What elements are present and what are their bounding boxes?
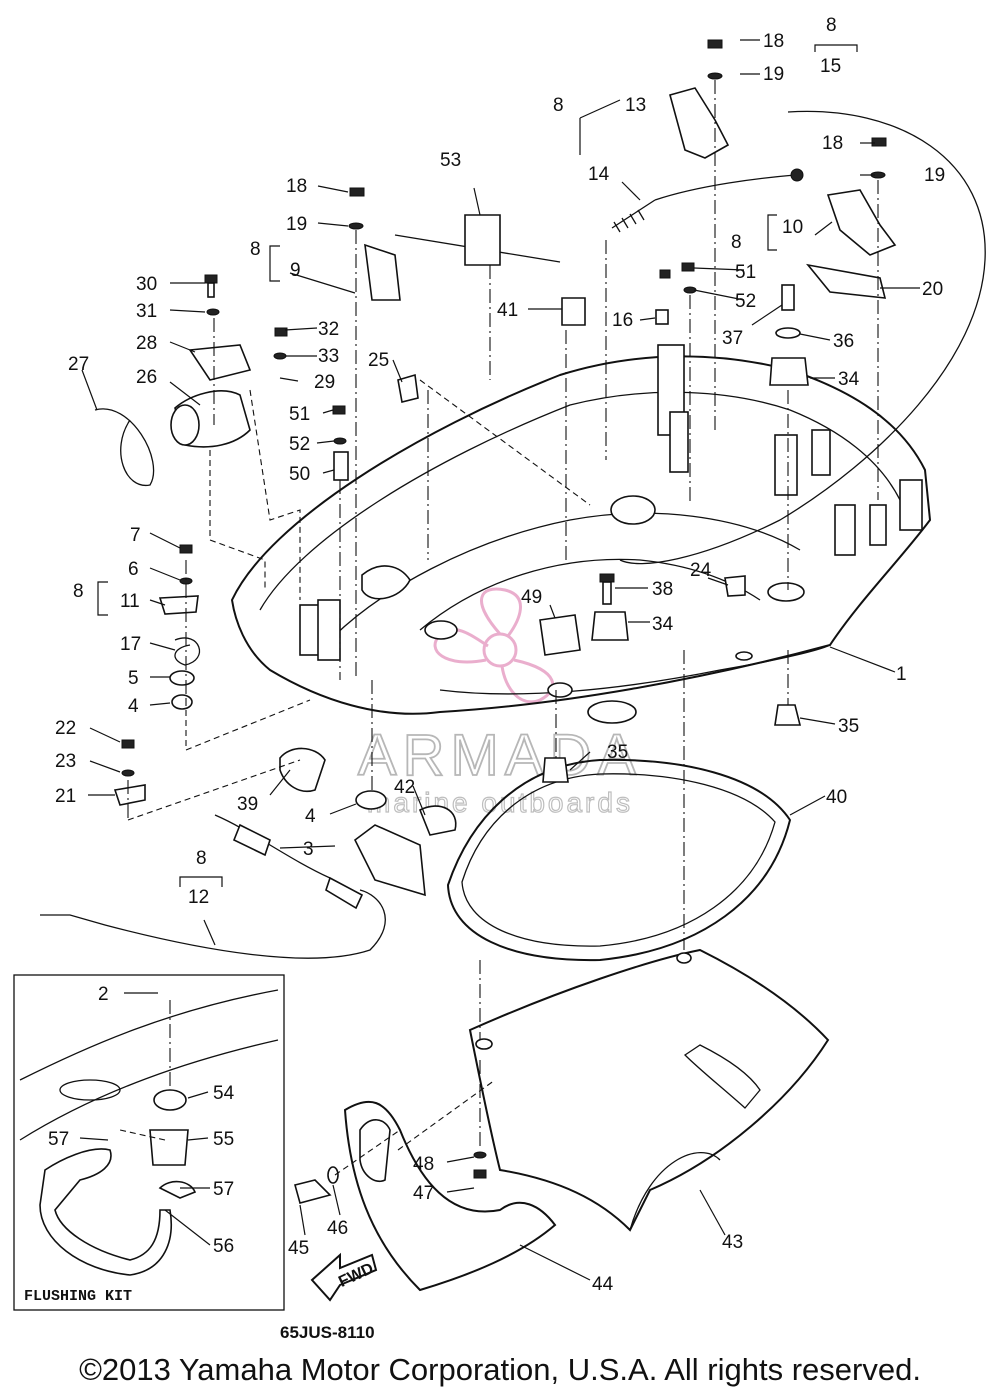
part-label-23: 23	[55, 751, 76, 772]
part-label-53: 53	[440, 150, 461, 171]
fwd-arrow-icon: FWD	[310, 1252, 378, 1302]
part-label-5: 5	[128, 668, 139, 689]
part-label-19: 19	[763, 64, 784, 85]
copyright-notice: ©2013 Yamaha Motor Corporation, U.S.A. A…	[79, 1352, 921, 1387]
part-label-1: 1	[896, 664, 907, 685]
part-label-19: 19	[286, 214, 307, 235]
part-label-9: 9	[290, 260, 301, 281]
part-label-8: 8	[553, 95, 564, 116]
part-label-25: 25	[368, 350, 389, 371]
part-label-4: 4	[128, 696, 139, 717]
part-label-19: 19	[924, 165, 945, 186]
part-label-16: 16	[612, 310, 633, 331]
part-label-2: 2	[98, 984, 109, 1005]
part-label-27: 27	[68, 354, 89, 375]
watermark-brand: ARMADA	[358, 723, 642, 788]
part-label-18: 18	[286, 176, 307, 197]
part-label-20: 20	[922, 279, 943, 300]
part-label-31: 31	[136, 301, 157, 322]
part-label-18: 18	[822, 133, 843, 154]
apron-front	[343, 1100, 557, 1292]
part-label-8: 8	[731, 232, 742, 253]
part-label-10: 10	[782, 217, 803, 238]
part-label-32: 32	[318, 319, 339, 340]
armada-watermark: ARMADA marine outboards	[357, 587, 642, 819]
part-label-7: 7	[130, 525, 141, 546]
part-label-8: 8	[250, 239, 261, 260]
part-label-22: 22	[55, 718, 76, 739]
part-label-48: 48	[413, 1154, 434, 1175]
part-label-57: 57	[48, 1129, 69, 1150]
part-label-8: 8	[826, 15, 837, 36]
part-label-50: 50	[289, 464, 310, 485]
part-labels: 1 2 3 4 4 5 6 7 8 8 8 8 8 8 9 10 11 12 1…	[48, 15, 945, 1295]
part-label-36: 36	[833, 331, 854, 352]
part-label-39: 39	[237, 794, 258, 815]
apron-rear	[468, 948, 830, 1232]
part-label-18: 18	[763, 31, 784, 52]
part-label-33: 33	[318, 346, 339, 367]
part-label-34: 34	[838, 369, 860, 390]
part-label-8: 8	[196, 848, 207, 869]
part-label-35: 35	[838, 716, 859, 737]
leader-lines	[79, 39, 920, 1281]
part-label-47: 47	[413, 1183, 434, 1204]
apron-seal	[446, 758, 792, 962]
part-label-46: 46	[327, 1218, 348, 1239]
part-label-26: 26	[136, 367, 157, 388]
part-label-42: 42	[394, 777, 415, 798]
assembly-lines	[119, 80, 986, 1176]
part-label-11: 11	[120, 591, 140, 612]
part-label-37: 37	[722, 328, 743, 349]
part-label-6: 6	[128, 559, 139, 580]
part-label-56: 56	[213, 1236, 234, 1257]
part-label-52: 52	[735, 291, 756, 312]
part-label-51: 51	[289, 404, 310, 425]
part-label-43: 43	[722, 1232, 743, 1253]
diagram-code: 65JUS-8110	[280, 1323, 375, 1342]
flushing-kit-label: FLUSHING KIT	[24, 1288, 132, 1305]
part-label-55: 55	[213, 1129, 234, 1150]
part-label-40: 40	[826, 787, 847, 808]
part-label-13: 13	[625, 95, 646, 116]
part-label-41: 41	[497, 300, 518, 321]
part-label-8: 8	[73, 581, 84, 602]
part-label-14: 14	[588, 164, 610, 185]
part-label-21: 21	[55, 786, 76, 807]
part-label-44: 44	[592, 1274, 614, 1295]
small-parts	[40, 39, 897, 1204]
part-label-12: 12	[188, 887, 209, 908]
part-label-45: 45	[288, 1238, 309, 1259]
part-label-3: 3	[303, 839, 314, 860]
part-label-30: 30	[136, 274, 157, 295]
part-label-4: 4	[305, 806, 316, 827]
part-label-28: 28	[136, 333, 157, 354]
part-label-17: 17	[120, 634, 141, 655]
part-label-57: 57	[213, 1179, 234, 1200]
part-label-35: 35	[607, 742, 628, 763]
part-label-15: 15	[820, 56, 841, 77]
part-label-49: 49	[521, 587, 542, 608]
part-label-38: 38	[652, 579, 673, 600]
part-label-51: 51	[735, 262, 756, 283]
flushing-kit-panel: FLUSHING KIT	[13, 974, 285, 1311]
fwd-arrow-label: FWD	[336, 1260, 376, 1291]
part-label-34: 34	[652, 614, 674, 635]
part-label-29: 29	[314, 372, 335, 393]
part-label-54: 54	[213, 1083, 235, 1104]
bottom-cowling	[230, 344, 932, 724]
part-label-24: 24	[690, 560, 712, 581]
part-label-52: 52	[289, 434, 310, 455]
